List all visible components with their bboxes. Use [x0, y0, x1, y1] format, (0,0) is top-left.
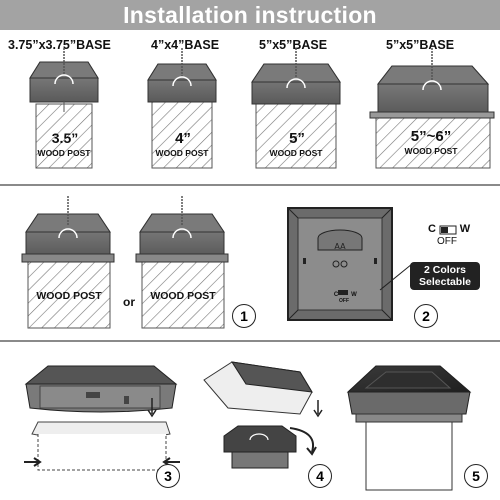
base-4-illustration: [369, 48, 495, 169]
base-label-2: 4”x4”BASE: [151, 38, 220, 52]
base-label-3: 5”x5”BASE: [259, 38, 328, 52]
page-title: Installation instruction: [123, 1, 377, 28]
step1-post-left-label: WOOD POST: [36, 290, 102, 302]
step-2-number: 2: [414, 304, 438, 328]
base-3-illustration: [251, 48, 341, 169]
base-label-4: 5”x5”BASE: [386, 38, 455, 52]
switch-c-label: C: [428, 223, 436, 235]
step-5-number: 5: [464, 464, 488, 488]
base-4-post: WOOD POST: [404, 146, 458, 156]
base-1-size: 3.5”: [51, 130, 79, 146]
small-switch-off: OFF: [339, 298, 349, 304]
base-2-size: 4”: [175, 130, 191, 147]
step-1-number: 1: [232, 304, 256, 328]
switch-w-label: W: [459, 223, 471, 235]
title-banner: Installation instruction: [0, 0, 500, 30]
small-switch-w: W: [351, 292, 357, 298]
divider-bottom: [0, 340, 500, 342]
small-switch-c: C: [333, 292, 339, 298]
base-1-illustration: [29, 48, 99, 169]
svg-text:AA: AA: [334, 242, 346, 251]
step1-post-right-label: WOOD POST: [150, 290, 216, 302]
step3-illustration: [24, 365, 180, 471]
step1-post-left-illustration: [21, 196, 115, 329]
badge-line-1: 2 Colors: [423, 264, 466, 276]
base-3-post: WOOD POST: [269, 148, 323, 158]
step-4-number: 4: [308, 464, 332, 488]
step5-illustration: [346, 365, 472, 491]
step1-post-right-illustration: [135, 196, 229, 329]
or-label: or: [123, 295, 135, 309]
base-4-size: 5”~6”: [410, 128, 452, 145]
base-3-size: 5”: [289, 130, 305, 147]
colors-selectable-badge: 2 Colors Selectable: [410, 262, 480, 290]
base-1-post: WOOD POST: [37, 148, 91, 158]
switch-off-label: OFF: [437, 236, 457, 247]
base-2-post: WOOD POST: [155, 148, 209, 158]
step4-illustration: [203, 361, 323, 469]
light-underside-illustration: AA: [287, 207, 413, 321]
step-3-number: 3: [156, 464, 180, 488]
switch-illustration: [439, 225, 457, 235]
base-2-illustration: [147, 48, 217, 169]
base-label-1: 3.75”x3.75”BASE: [8, 38, 111, 52]
badge-line-2: Selectable: [419, 276, 471, 288]
divider-top: [0, 184, 500, 186]
